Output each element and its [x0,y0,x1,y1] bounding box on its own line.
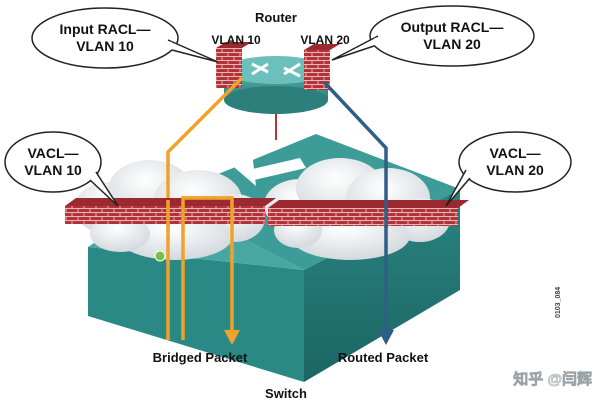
routed-packet-label: Routed Packet [338,350,429,365]
callout-vacl-20-line1: VACL— [489,145,540,161]
callout-vacl-10-line1: VACL— [27,145,78,161]
callout-input-racl-line1: Input RACL— [60,21,151,37]
callout-vacl-20-line2: VLAN 20 [486,162,544,178]
output-racl-firewall [304,44,340,90]
direction-arrow-icon [228,152,306,186]
callout-vacl-20: VACL— VLAN 20 [445,131,572,207]
routed-packet-path [322,80,394,345]
figure-code: 0103_084 [555,287,562,318]
watermark: 知乎 @闫辉 [513,370,592,388]
cursor-marker-icon [154,250,166,262]
callout-input-racl-line2: VLAN 10 [76,38,134,54]
callout-output-racl-line1: Output RACL— [401,19,504,35]
router-arrows-icon [251,62,301,78]
router-port-vlan10: VLAN 10 [211,33,261,47]
callout-vacl-10: VACL— VLAN 10 [4,131,119,207]
switch-label: Switch [265,386,307,401]
router-title: Router [255,10,297,25]
vacl-vlan20-firewall [268,200,469,226]
callout-output-racl-line2: VLAN 20 [423,36,481,52]
bridged-packet-label: Bridged Packet [153,350,248,365]
callout-output-racl: Output RACL— VLAN 20 [331,5,535,67]
vacl-vlan10-firewall [65,198,276,224]
router [216,42,340,140]
callout-input-racl: Input RACL— VLAN 10 [31,7,219,69]
switch-left-face [88,247,304,382]
router-port-vlan20: VLAN 20 [300,33,350,47]
callout-vacl-10-line2: VLAN 10 [24,162,82,178]
